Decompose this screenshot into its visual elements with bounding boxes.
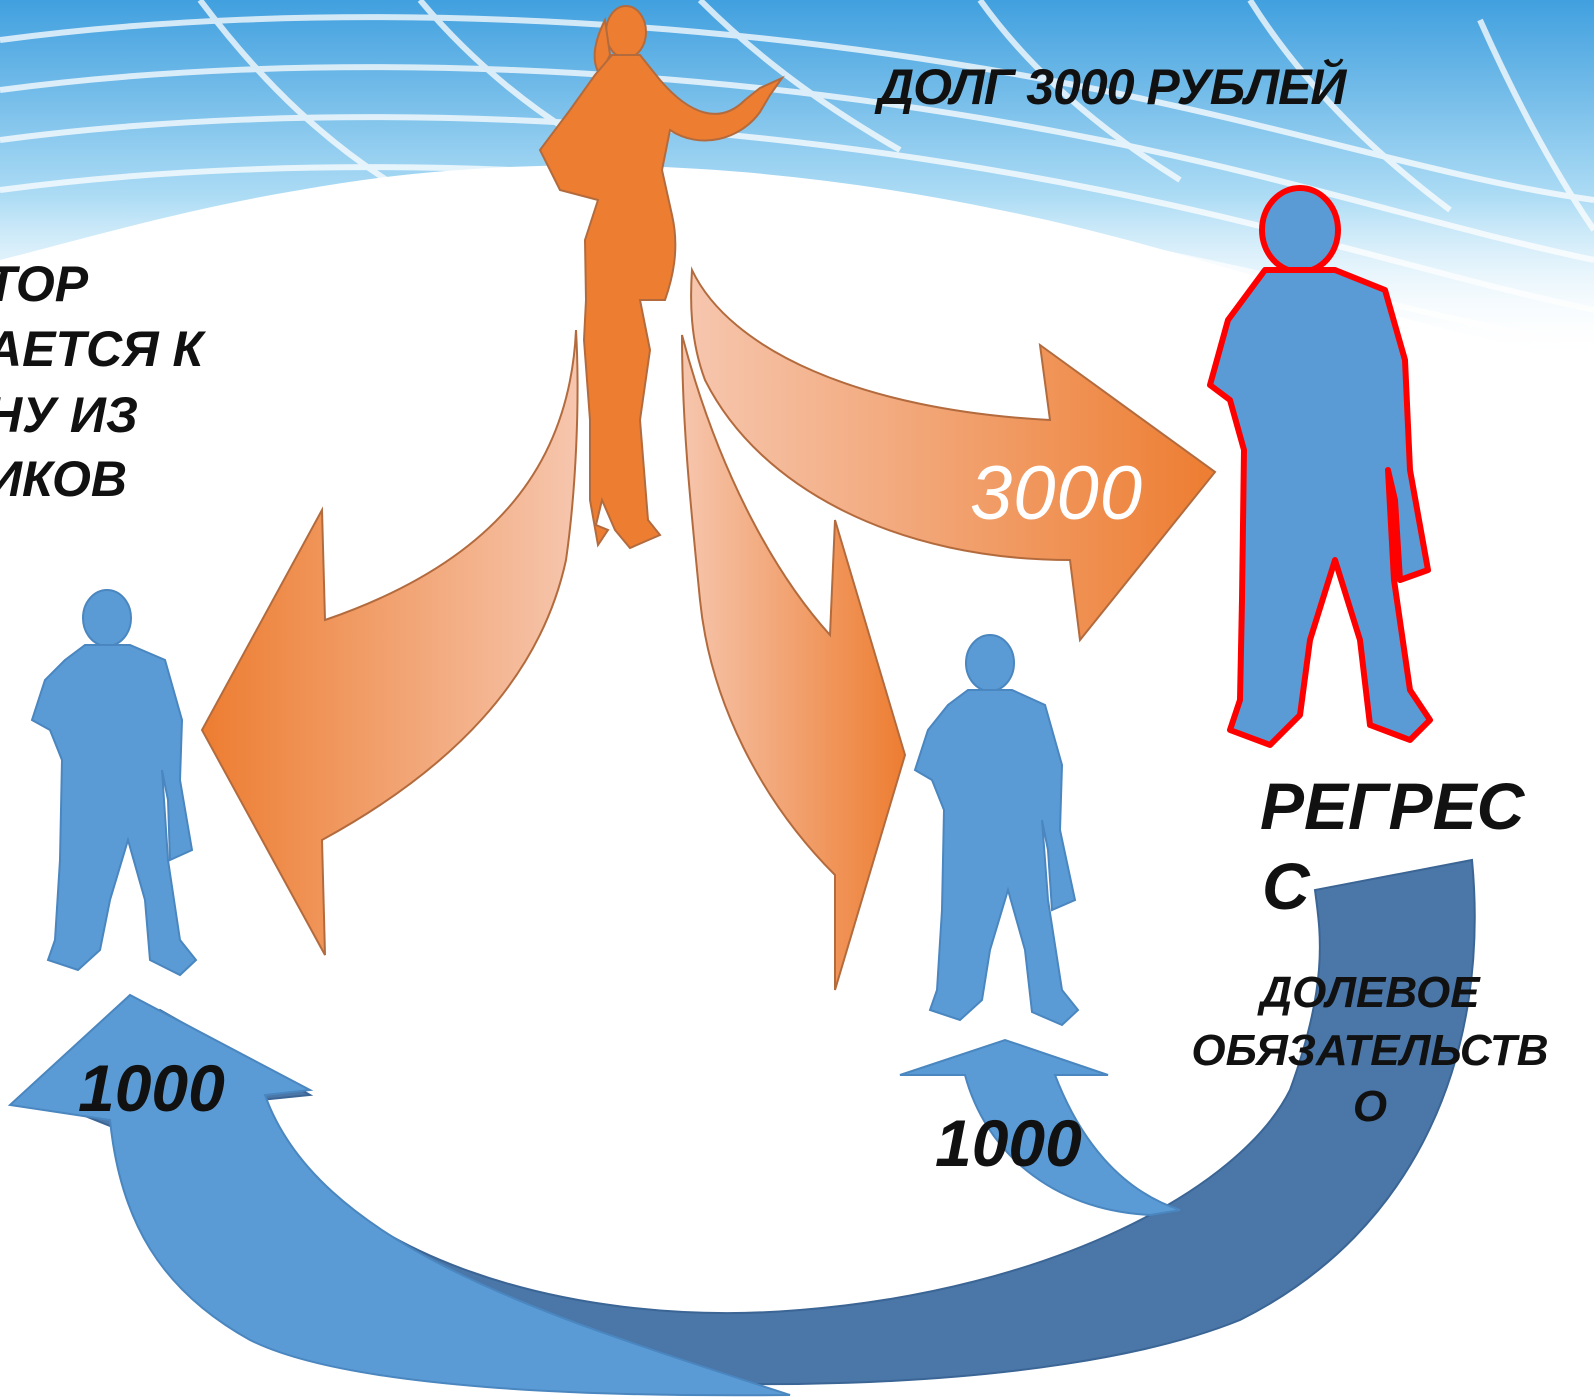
regress-label: РЕГРЕС xyxy=(1260,769,1525,843)
arrow-to-debtor-1 xyxy=(200,329,579,956)
background-wave-pattern xyxy=(0,0,1594,360)
amount-regress-left: 1000 xyxy=(78,1051,225,1125)
debt-title: ДОЛГ 3000 РУБЛЕЙ xyxy=(878,59,1346,115)
debtor-1-man-silhouette-icon xyxy=(30,589,198,977)
debtor-3-man-silhouette-icon xyxy=(1207,185,1433,748)
arrow-to-debtor-2 xyxy=(681,334,907,991)
arrow-to-debtor-3 xyxy=(690,266,1217,643)
creditor-note-line-3: НУ ИЗ xyxy=(0,387,138,443)
share-obligation-line-3: О xyxy=(1352,1082,1388,1131)
share-obligation-line-1: ДОЛЕВОЕ xyxy=(1260,968,1480,1017)
amount-to-debtor-3: 3000 xyxy=(970,451,1144,536)
creditor-woman-silhouette-icon xyxy=(538,5,785,550)
regress-arrow-middle xyxy=(899,1038,1181,1217)
share-obligation-line-2: ОБЯЗАТЕЛЬСТВ xyxy=(1191,1026,1549,1075)
debtor-2-man-silhouette-icon xyxy=(913,634,1080,1027)
regress-label-tail: С xyxy=(1262,849,1310,923)
creditor-note-line-4: ИКОВ xyxy=(0,451,128,507)
creditor-note-line-1: ТОР xyxy=(0,256,89,312)
amount-regress-middle: 1000 xyxy=(935,1106,1082,1180)
creditor-note-line-2: АЕТСЯ К xyxy=(0,321,204,377)
regress-arrow-left xyxy=(7,993,791,1397)
